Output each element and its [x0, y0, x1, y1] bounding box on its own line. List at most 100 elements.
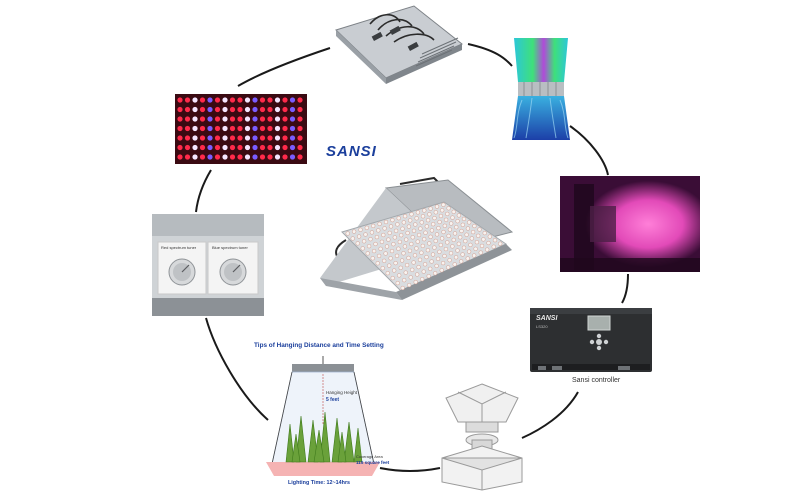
- grow-light-led: [438, 242, 443, 248]
- led-diode: [282, 116, 288, 122]
- grow-light-led: [472, 223, 477, 229]
- hanging-height-label: Hanging Height: [326, 390, 358, 395]
- grow-light-led: [450, 215, 455, 220]
- led-diode: [259, 135, 266, 141]
- grow-light-led: [436, 225, 441, 231]
- led-diode: [184, 116, 191, 122]
- led-diode: [237, 144, 243, 151]
- grow-light-led: [429, 259, 434, 264]
- led-diode: [244, 125, 251, 132]
- grow-light-led: [390, 217, 395, 223]
- led-diode: [177, 116, 183, 122]
- led-diode: [274, 116, 281, 122]
- grow-light-led: [376, 228, 381, 233]
- grow-light-led: [408, 275, 413, 280]
- grow-light-led: [476, 233, 481, 238]
- grow-light-led: [440, 208, 445, 213]
- grow-light-led: [455, 248, 460, 253]
- led-diode: [267, 97, 273, 103]
- grow-light-led: [477, 227, 482, 232]
- led-diode: [267, 154, 273, 160]
- connector-heatsink-to-simulation: [467, 43, 513, 67]
- led-diode: [177, 125, 183, 132]
- led-diode: [259, 125, 266, 132]
- grow-light-led: [450, 244, 455, 249]
- grow-light-led: [396, 246, 401, 251]
- grow-light-led: [464, 232, 469, 237]
- spectrum-tuner-panel: Red spectrum tuner Blue spectrum tuner: [152, 214, 264, 316]
- grow-light-led: [481, 237, 486, 242]
- led-diode: [214, 125, 221, 132]
- grow-light-led: [388, 256, 393, 261]
- spectrum-tuner-image: [152, 214, 264, 316]
- led-diode: [222, 106, 228, 113]
- grow-light-led: [418, 226, 423, 231]
- grow-light-led: [389, 248, 395, 254]
- grow-light-led: [425, 218, 431, 223]
- grow-light-led: [468, 242, 473, 247]
- grow-light-led: [454, 255, 459, 260]
- hanging-tips-title: Tips of Hanging Distance and Time Settin…: [254, 342, 384, 349]
- led-diode: [252, 106, 258, 113]
- led-diode: [244, 135, 251, 141]
- led-diode: [289, 125, 296, 132]
- led-diode: [184, 144, 191, 151]
- grow-light-led: [385, 271, 390, 276]
- grow-light-led: [491, 244, 496, 249]
- led-diode: [259, 144, 266, 151]
- grow-light-led: [414, 216, 419, 221]
- led-diode: [274, 144, 281, 151]
- grow-light-led: [429, 228, 434, 233]
- led-diode: [297, 154, 303, 160]
- led-diode: [184, 97, 191, 103]
- led-diode: [184, 106, 191, 113]
- grow-light-led: [471, 229, 476, 235]
- led-diode: [297, 106, 303, 113]
- grow-light-led: [396, 216, 401, 221]
- grow-light-led: [397, 239, 402, 244]
- grow-light-led: [371, 223, 376, 228]
- led-diode: [237, 97, 243, 103]
- grow-light-led: [413, 222, 418, 227]
- grow-light-led: [412, 253, 418, 258]
- grow-light-led: [428, 266, 433, 271]
- grow-light-led: [424, 224, 429, 229]
- grow-light-led: [432, 215, 437, 221]
- led-diode: [207, 144, 213, 151]
- led-diode: [229, 144, 236, 151]
- grow-light-led: [407, 248, 412, 253]
- grow-light-led: [454, 225, 459, 230]
- grow-light-led: [404, 262, 410, 268]
- grow-light-led: [408, 218, 413, 223]
- led-diode: [237, 154, 243, 160]
- grow-light-led: [403, 270, 408, 275]
- led-diode: [222, 154, 228, 160]
- grow-light-led: [447, 227, 452, 232]
- grow-light-led: [456, 241, 461, 246]
- led-diode: [252, 144, 258, 151]
- grow-light-led: [377, 221, 382, 226]
- grow-light-led: [395, 222, 400, 227]
- led-diode: [244, 144, 251, 151]
- grow-light-led: [420, 214, 426, 219]
- led-diode: [184, 154, 191, 160]
- grow-light-led: [409, 241, 414, 247]
- led-diode: [259, 154, 266, 160]
- grow-light-led: [492, 238, 498, 243]
- grow-light-led: [399, 258, 405, 263]
- grow-light-led: [449, 221, 454, 226]
- sansi-controller-panel: SANSI LS320 Sansi controller: [528, 306, 654, 390]
- led-diode: [297, 116, 303, 122]
- grow-light-led: [444, 217, 449, 222]
- grow-light-led: [382, 226, 387, 231]
- grow-light-led: [371, 248, 377, 254]
- grow-light-led: [415, 239, 420, 244]
- led-diode: [199, 106, 206, 113]
- grow-light-led: [482, 230, 487, 236]
- grow-light-led: [428, 206, 433, 211]
- grow-light-led: [438, 213, 443, 219]
- grow-light-led: [400, 285, 405, 291]
- grow-light-led: [392, 268, 397, 273]
- grow-light-led: [446, 265, 451, 270]
